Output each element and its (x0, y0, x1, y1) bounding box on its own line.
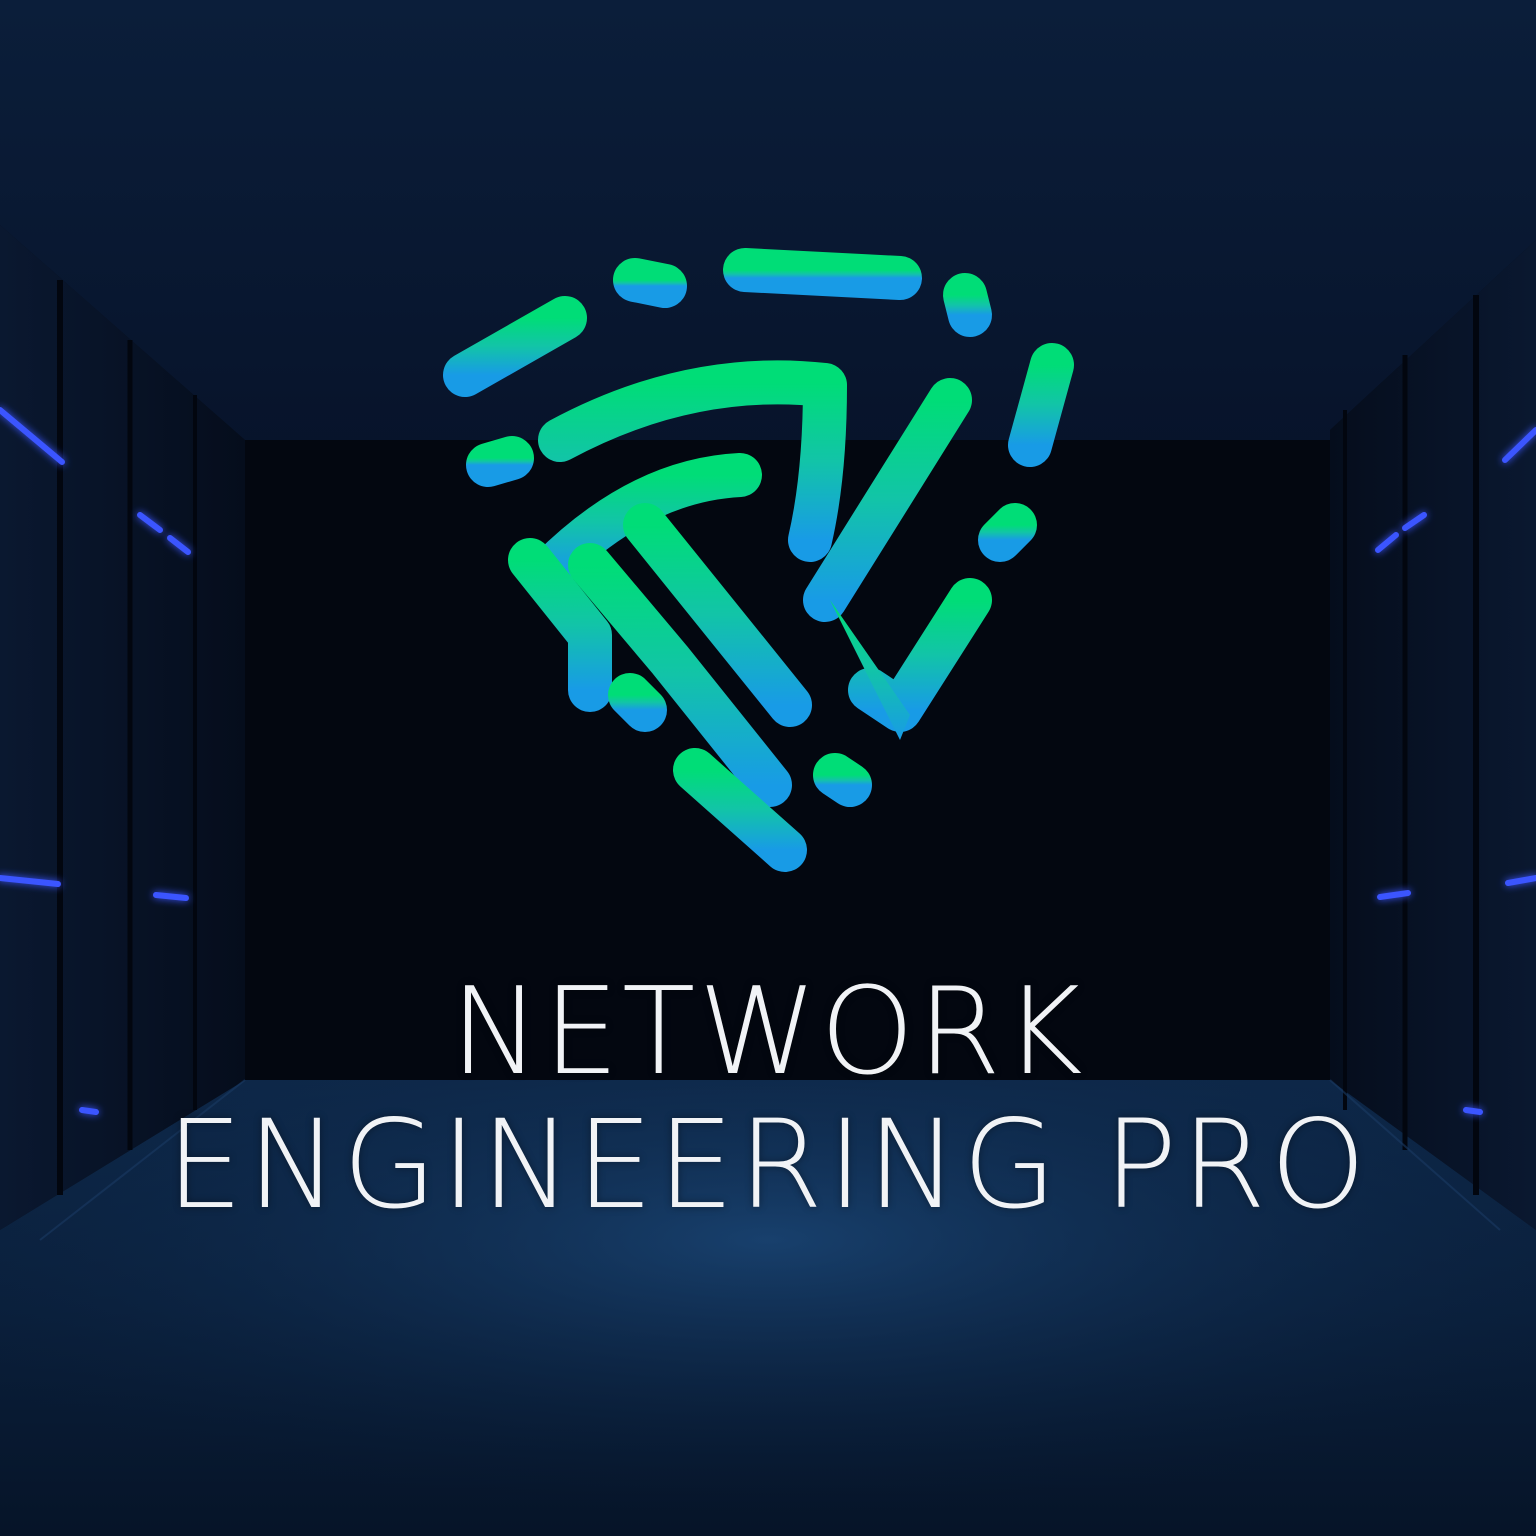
shield-network-icon (443, 248, 1074, 872)
brand-title: NETWORK ENGINEERING PRO (0, 963, 1536, 1236)
brand-title-line1: NETWORK (450, 963, 1086, 1102)
brand-title-line2: ENGINEERING PRO (166, 1094, 1370, 1236)
